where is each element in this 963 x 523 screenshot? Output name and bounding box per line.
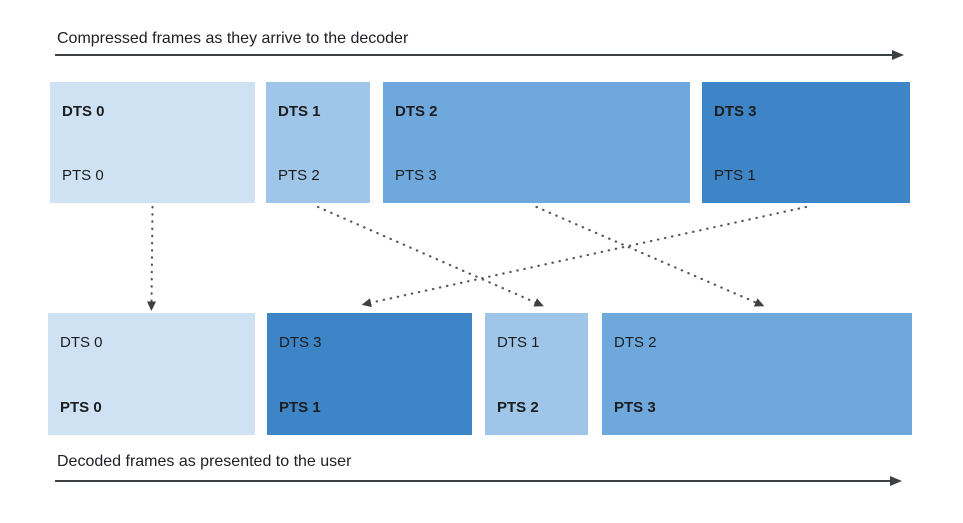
dts-label: DTS 3 <box>714 103 757 120</box>
frame-mapping-arrow <box>316 205 544 307</box>
dts-label: DTS 0 <box>62 103 105 120</box>
dts-label: DTS 3 <box>279 334 322 351</box>
compressed-timeline-caption: Compressed frames as they arrive to the … <box>57 30 409 47</box>
dts-label: DTS 2 <box>614 334 657 351</box>
pts-label: PTS 3 <box>395 167 437 184</box>
decoded-timeline-caption: Decoded frames as presented to the user <box>57 453 352 470</box>
pts-label: PTS 0 <box>62 167 104 184</box>
dts-label: DTS 2 <box>395 103 438 120</box>
frame-mapping-arrow <box>361 205 808 308</box>
decoded-frame-pts0: DTS 0 PTS 0 <box>48 313 255 435</box>
pts-label: PTS 1 <box>714 167 756 184</box>
pts-label: PTS 1 <box>279 399 321 416</box>
compressed-frame-dts3: DTS 3 PTS 1 <box>702 82 910 203</box>
frame-mapping-arrows <box>147 205 808 311</box>
pts-label: PTS 3 <box>614 399 656 416</box>
compressed-frame-dts0: DTS 0 PTS 0 <box>50 82 255 203</box>
dts-label: DTS 1 <box>278 103 321 120</box>
dts-label: DTS 0 <box>60 334 103 351</box>
pts-label: PTS 2 <box>497 399 539 416</box>
compressed-frame-dts1: DTS 1 PTS 2 <box>266 82 370 203</box>
decoded-frame-pts2: DTS 1 PTS 2 <box>485 313 588 435</box>
decoded-frame-pts3: DTS 2 PTS 3 <box>602 313 912 435</box>
compressed-frame-dts2: DTS 2 PTS 3 <box>383 82 690 203</box>
pts-label: PTS 2 <box>278 167 320 184</box>
dts-label: DTS 1 <box>497 334 540 351</box>
frame-mapping-arrow <box>535 205 765 307</box>
pts-label: PTS 0 <box>60 399 102 416</box>
decoded-frame-pts1: DTS 3 PTS 1 <box>267 313 472 435</box>
frame-mapping-arrow <box>147 205 157 311</box>
